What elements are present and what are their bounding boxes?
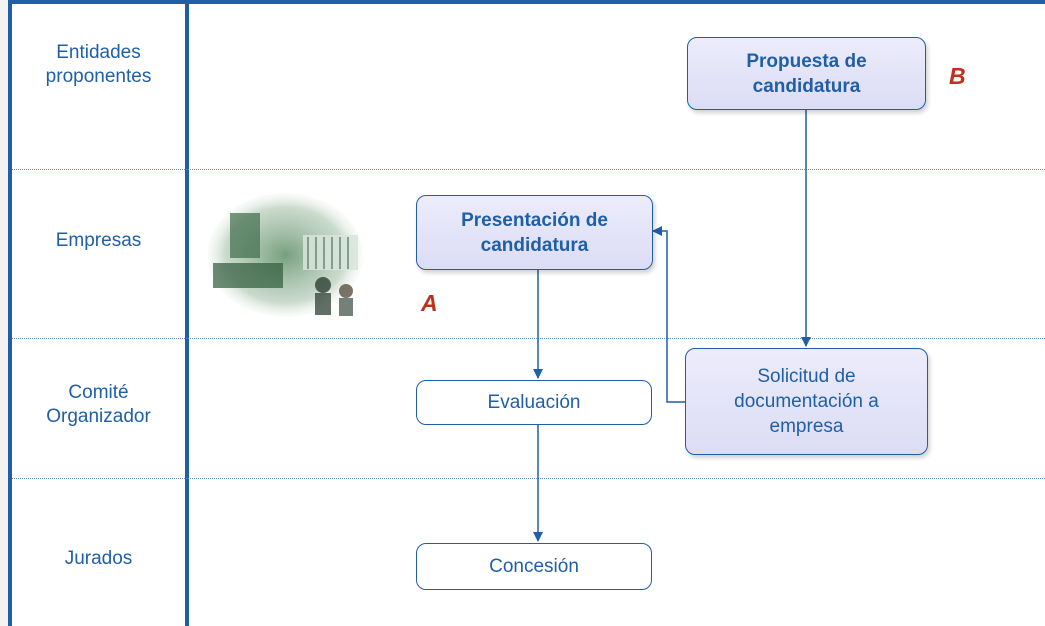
lane-label-entidades-proponentes: Entidades proponentes	[45, 42, 152, 87]
marker-a: A	[421, 290, 438, 316]
lane-label-comite-organizador: Comité Organizador	[46, 382, 151, 427]
lane-label-jurados: Jurados	[64, 548, 133, 569]
lane-separator	[12, 338, 1045, 339]
node-solicitud-documentacion: Solicitud de documentación a empresa	[685, 348, 928, 455]
marker-b: B	[949, 63, 966, 89]
lane-separator	[12, 478, 1045, 479]
node-concesion: Concesión	[416, 543, 652, 590]
business-people-photo	[208, 193, 363, 317]
node-propuesta-candidatura: Propuesta de candidatura	[687, 37, 926, 110]
lane-separator	[12, 169, 1045, 170]
node-presentacion-candidatura: Presentación de candidatura	[416, 195, 653, 270]
lane-label-empresas: Empresas	[55, 230, 142, 251]
arrow-solicitud-to-presentacion	[652, 226, 685, 403]
lane-header-divider	[185, 0, 189, 626]
node-evaluacion: Evaluación	[416, 380, 652, 425]
